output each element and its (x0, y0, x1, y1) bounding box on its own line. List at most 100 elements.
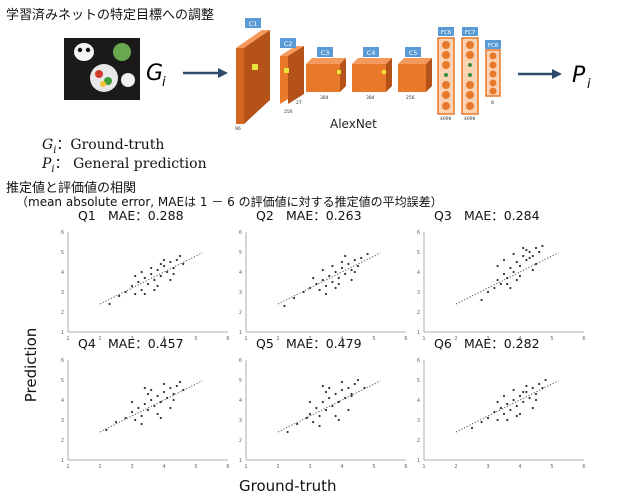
data-point (324, 390, 328, 394)
x-tick-label: 1 (422, 464, 425, 470)
x-tick-label: 5 (372, 464, 375, 470)
y-tick-label: 5 (61, 250, 64, 256)
dim-label-fc6: 4096 (440, 116, 452, 122)
data-point (496, 278, 499, 282)
y-tick-label: 1 (239, 330, 242, 336)
data-point (283, 304, 286, 308)
fit-line (455, 380, 559, 433)
x-tick-label: 4 (340, 336, 343, 342)
y-tick-label: 6 (417, 358, 420, 364)
input-arrowhead (218, 68, 228, 78)
x-tick-label: 3 (130, 336, 133, 342)
data-point (114, 420, 118, 424)
svg-text:C1: C1 (249, 20, 258, 28)
output-label: P i (572, 63, 591, 92)
data-point (169, 386, 172, 390)
data-point (356, 264, 360, 268)
plot-title: Q3 (434, 208, 452, 223)
y-tick-label: 6 (239, 358, 242, 364)
y-tick-label: 4 (417, 398, 420, 404)
data-point (146, 282, 150, 286)
data-point (502, 412, 506, 416)
data-point (172, 266, 175, 270)
data-point (538, 250, 541, 254)
data-point (334, 286, 337, 290)
data-point (143, 386, 146, 390)
data-point (541, 244, 544, 248)
data-point (305, 416, 308, 420)
data-point (512, 388, 515, 392)
y-tick-label: 4 (61, 398, 64, 404)
data-point (162, 264, 166, 268)
x-tick-label: 4 (340, 464, 343, 470)
data-point (159, 416, 162, 420)
data-point (312, 276, 315, 280)
data-point (143, 292, 146, 296)
data-point (366, 252, 369, 256)
data-point (525, 248, 528, 252)
data-point (156, 268, 159, 272)
x-tick-label: 3 (308, 464, 311, 470)
data-point (150, 272, 153, 276)
y-tick-label: 2 (61, 310, 64, 316)
data-point (544, 378, 547, 382)
data-point (137, 280, 140, 284)
legend-g-symbol: G (42, 137, 54, 153)
x-tick-label: 6 (582, 464, 585, 470)
x-tick-label: 2 (98, 464, 101, 470)
data-point (162, 390, 166, 394)
svg-text:FC7: FC7 (465, 30, 476, 36)
data-point (502, 394, 506, 398)
data-point (541, 386, 544, 390)
data-point (525, 390, 528, 394)
data-point (118, 294, 121, 298)
x-tick-label: 1 (244, 336, 247, 342)
data-point (143, 402, 146, 406)
plot-title: Q4 (78, 336, 96, 351)
data-point (340, 266, 344, 270)
y-tick-label: 3 (61, 418, 64, 424)
data-point (328, 274, 331, 278)
x-tick-label: 5 (550, 464, 553, 470)
data-point (356, 378, 360, 382)
data-point (360, 256, 363, 260)
data-point (286, 430, 289, 434)
data-point (493, 286, 496, 290)
data-point (302, 290, 305, 294)
data-point (337, 400, 340, 404)
data-point (512, 270, 515, 274)
data-point (172, 392, 175, 396)
data-point (486, 290, 490, 294)
data-point (308, 400, 312, 404)
conv-block-c1 (236, 30, 270, 124)
data-point (321, 278, 324, 282)
legend-ground-truth: Gi：Ground-truth (42, 134, 164, 156)
data-point (108, 302, 111, 306)
plot-title: Q2 (256, 208, 274, 223)
svg-text:C5: C5 (409, 49, 418, 57)
data-point (347, 262, 350, 266)
data-point (105, 428, 108, 432)
data-point (162, 258, 166, 262)
fit-line (99, 252, 203, 305)
svg-text:FC6: FC6 (441, 30, 452, 36)
data-point (324, 292, 328, 296)
data-point (506, 402, 509, 406)
data-point (502, 272, 506, 276)
y-tick-label: 4 (239, 398, 242, 404)
data-point (321, 268, 324, 272)
y-tick-label: 1 (417, 458, 420, 464)
y-tick-label: 5 (61, 378, 64, 384)
data-point (525, 384, 528, 388)
legend-p-sub: i (51, 163, 55, 175)
data-point (512, 398, 515, 402)
x-tick-label: 5 (550, 336, 553, 342)
fc-column-fc8 (485, 49, 501, 97)
data-point (134, 418, 137, 422)
data-point (350, 278, 353, 282)
svg-text:C4: C4 (367, 49, 376, 57)
data-point (480, 420, 483, 424)
data-point (134, 274, 137, 278)
